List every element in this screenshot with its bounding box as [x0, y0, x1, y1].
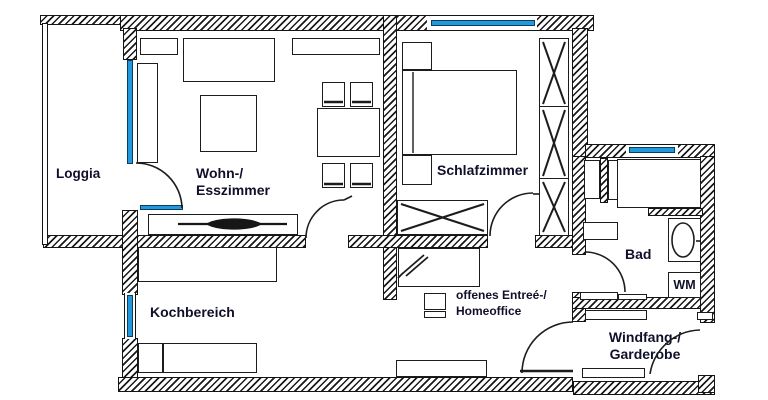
- furniture-dining-chair-2: [350, 82, 373, 107]
- wall-bath-right: [700, 156, 715, 323]
- door-arc-vestibule: [521, 321, 574, 374]
- wall-vertical-main: [383, 15, 397, 300]
- window-kitchen: [127, 295, 133, 337]
- furniture-vestibule-shelf-right: [697, 312, 713, 320]
- door-arc-bedroom: [489, 192, 534, 237]
- wall-shower-stub: [600, 158, 608, 203]
- furniture-vestibule-bench: [582, 368, 645, 378]
- wall-bottom-right: [573, 381, 715, 395]
- furniture-wardrobe-box-1: [539, 38, 569, 108]
- room-label-bedroom: Schlafzimmer: [437, 162, 529, 178]
- furniture-coffee-table: [200, 95, 257, 152]
- wall-kitchen-left-lower: [122, 338, 138, 382]
- door-arc-bath: [584, 251, 626, 293]
- furniture-wardrobe-horizontal: [397, 200, 488, 235]
- furniture-dining-chair-4: [350, 163, 373, 188]
- furniture-bath-shelf: [583, 222, 618, 240]
- room-label-vestibule-wardrobe: Windfang-/ Garderobe: [608, 329, 682, 362]
- room-label-kitchen: Kochbereich: [150, 304, 235, 320]
- room-label-bath: Bad: [625, 246, 652, 262]
- wall-loggia-pier: [123, 28, 137, 60]
- window-loggia-glass-door: [127, 60, 133, 164]
- furniture-kitchen-counter-top: [138, 247, 277, 282]
- furniture-wardrobe-box-3: [539, 178, 569, 236]
- wall-bottom-main: [118, 377, 573, 392]
- furniture-sideboard-bottom: [396, 360, 487, 377]
- furniture-dining-chair-1: [322, 82, 345, 107]
- door-leaf-living-entree: [343, 195, 353, 201]
- furniture-bath-mat-1: [580, 292, 618, 300]
- wall-entrance-corner-block: [698, 375, 715, 393]
- furniture-shower-left: [584, 160, 600, 199]
- wall-bath-left: [572, 156, 586, 255]
- door-arc-living-entree: [305, 199, 345, 239]
- furniture-nightstand-1: [402, 42, 432, 70]
- furniture-bed: [402, 70, 517, 155]
- furniture-cabinet-top-left: [140, 38, 178, 55]
- furniture-office-chair-base: [424, 311, 446, 318]
- furniture-washbasin: [668, 218, 701, 262]
- furniture-sideboard-top: [292, 38, 380, 55]
- furniture-dining-chair-3: [322, 163, 345, 188]
- room-label-entree-homeoffice: offenes Entreé-/ Homeoffice: [456, 288, 547, 318]
- furniture-nightstand-2: [402, 155, 432, 185]
- furniture-desk: [398, 248, 480, 287]
- wall-east-bedroom: [572, 28, 588, 158]
- furniture-bathtub: [617, 159, 701, 208]
- washing-machine-label: WM: [673, 278, 696, 292]
- furniture-bath-mat-2: [618, 294, 647, 300]
- window-bedroom: [431, 20, 535, 26]
- wall-bath-half: [648, 208, 703, 216]
- furniture-dining-table: [317, 108, 380, 157]
- furniture-lowboard-radiator: [148, 214, 298, 235]
- wall-loggia-top: [40, 15, 124, 25]
- furniture-sofa: [183, 38, 275, 82]
- furniture-vestibule-wardrobe: [585, 310, 647, 320]
- loggia-door-leaf-open: [140, 205, 183, 210]
- wall-mid-east: [348, 235, 488, 248]
- room-label-living-dining: Wohn-/ Esszimmer: [196, 165, 270, 198]
- furniture-tall-cabinet: [137, 63, 158, 163]
- furniture-office-chair: [424, 293, 446, 310]
- door-arc-loggia: [135, 162, 183, 209]
- furniture-kitchen-counter-low-b: [163, 343, 257, 373]
- furniture-kitchen-counter-low-a: [138, 343, 163, 373]
- wall-loggia-left-thin: [42, 23, 48, 245]
- room-label-loggia: Loggia: [56, 166, 101, 181]
- washing-machine-box: WM: [668, 272, 701, 298]
- furniture-wardrobe-box-2: [539, 106, 569, 180]
- wall-kitchen-left-upper: [122, 210, 138, 295]
- window-bath: [629, 147, 675, 153]
